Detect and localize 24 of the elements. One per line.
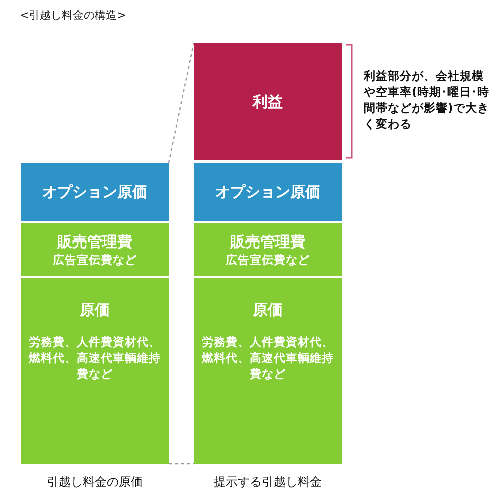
block-note: 広告宣伝費など (52, 252, 138, 268)
cost-block (194, 278, 342, 464)
sales-cost-block (21, 223, 169, 276)
block-title: 販売管理費 (230, 232, 306, 252)
cost-block (21, 278, 169, 464)
block-title: 原価 (80, 300, 110, 320)
option-cost-block (21, 163, 169, 221)
column-caption: 引越し料金の原価 (47, 474, 143, 491)
block-note: 労務費、人件費資材代、燃料代、高速代車輌維持費など (28, 334, 162, 382)
dashed-guide-line (169, 463, 194, 465)
block-note: 労務費、人件費資材代、燃料代、高速代車輌維持費など (200, 334, 335, 382)
block-title: 販売管理費 (58, 232, 132, 252)
block-note: 広告宣伝費など (225, 252, 311, 268)
block-title: オプション原価 (216, 182, 320, 202)
dashed-guide-line (168, 42, 195, 164)
sales-cost-block (194, 223, 342, 276)
block-title: 原価 (253, 300, 283, 320)
block-title: オプション原価 (42, 182, 148, 202)
annotation-text: 利益部分が、会社規模や空車率(時期･曜日･時間帯などが影響)で大きく変わる (364, 68, 490, 132)
block-title: 利益 (253, 92, 283, 112)
title: <引越し料金の構造> (20, 8, 126, 23)
column-caption: 提示する引越し料金 (214, 474, 322, 491)
option-cost-block (194, 163, 342, 221)
profit-block (194, 43, 342, 160)
